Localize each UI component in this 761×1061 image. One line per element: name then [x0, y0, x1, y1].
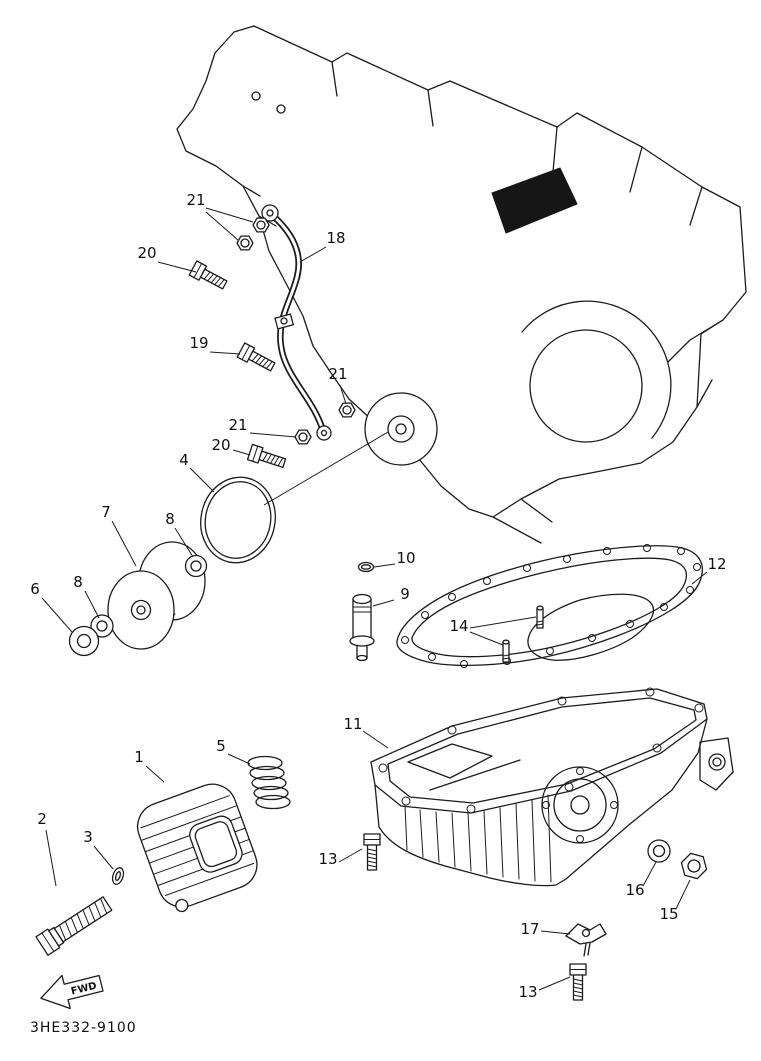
- washer-6: [68, 625, 100, 657]
- oil-pan-gasket: [396, 544, 704, 668]
- callout-4: 4: [179, 451, 189, 469]
- oil-delivery-pipe: [261, 204, 332, 441]
- callout-21-c: 21: [228, 416, 247, 434]
- o-ring-10: [357, 561, 375, 573]
- oil-level-gauge-9: [349, 593, 375, 662]
- callout-9: 9: [400, 585, 410, 603]
- callout-12: 12: [707, 555, 726, 573]
- oil-filter-cover: [136, 783, 258, 913]
- callout-7: 7: [101, 503, 111, 521]
- nut-21-b: [236, 235, 254, 251]
- bolt-13-b: [569, 963, 587, 1001]
- callout-19: 19: [189, 334, 208, 352]
- engine-intake-slot: [491, 167, 578, 234]
- callout-18: 18: [326, 229, 345, 247]
- fwd-arrow-icon: FWD: [40, 974, 104, 1010]
- nut-21-d: [294, 429, 312, 445]
- callout-8-a: 8: [165, 510, 175, 528]
- o-ring-4: [200, 476, 276, 564]
- washer-8-b: [90, 614, 114, 638]
- oil-pan: [370, 687, 734, 887]
- callout-10: 10: [396, 549, 415, 567]
- callout-3: 3: [83, 828, 93, 846]
- callout-14: 14: [449, 617, 468, 635]
- callout-17: 17: [520, 920, 539, 938]
- oil-filter-element: [107, 541, 206, 650]
- washer-3: [111, 867, 125, 885]
- spring-5: [247, 755, 291, 810]
- part-code-label: 3HE332-9100: [30, 1020, 137, 1036]
- callout-21-a: 21: [186, 191, 205, 209]
- washer-8-a: [184, 554, 208, 578]
- bolt-13-a: [363, 833, 381, 871]
- callout-16: 16: [625, 881, 644, 899]
- baffle-plate: [527, 593, 655, 661]
- callout-2: 2: [37, 810, 47, 828]
- callout-20-b: 20: [211, 436, 230, 454]
- callout-11: 11: [343, 715, 362, 733]
- callout-13-a: 13: [318, 850, 337, 868]
- bolt-19: [236, 342, 278, 375]
- callout-8-b: 8: [73, 573, 83, 591]
- leader-lines: [41, 207, 708, 991]
- bolt-20-b: [246, 443, 288, 472]
- callout-20-a: 20: [137, 244, 156, 262]
- callout-labels: 21 20 18 19 21 21 20 4 7 8 10 9 12 6 8 1…: [30, 191, 726, 1001]
- bolt-2: [35, 896, 113, 956]
- stud-14-a: [536, 605, 544, 629]
- callout-1: 1: [134, 748, 144, 766]
- callout-5: 5: [216, 737, 226, 755]
- bolt-20-a: [188, 260, 230, 293]
- clip-17: [565, 923, 607, 957]
- washer-16: [647, 839, 671, 863]
- nut-21-c: [338, 402, 356, 418]
- callout-15: 15: [659, 905, 678, 923]
- filter-mount-boss: [364, 392, 438, 466]
- callout-21-b: 21: [328, 365, 347, 383]
- nut-21-a: [252, 217, 270, 233]
- callout-13-b: 13: [518, 983, 537, 1001]
- callout-6: 6: [30, 580, 40, 598]
- drain-plug-15: [680, 852, 708, 880]
- stud-14-b: [502, 639, 510, 663]
- engine-block-outline: [176, 25, 747, 544]
